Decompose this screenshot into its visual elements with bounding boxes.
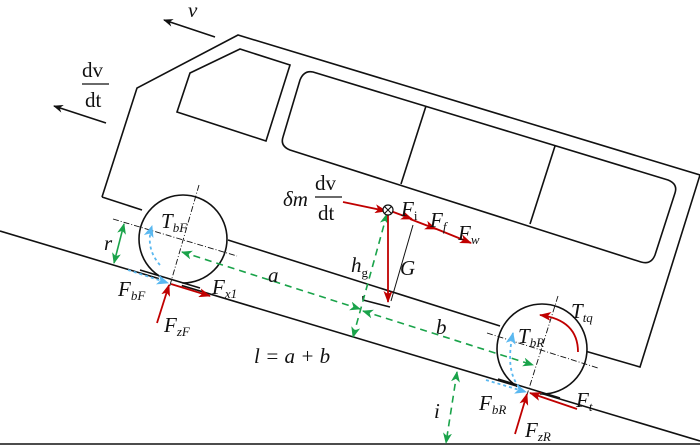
Ttq-arc (539, 311, 579, 353)
label-a: a (268, 263, 279, 287)
svg-text:dv: dv (82, 58, 104, 82)
front-axle-line (167, 184, 200, 293)
i-dimension (443, 371, 460, 444)
label-Fx1: Fx1 (211, 275, 237, 301)
label-Ft: Ft (575, 388, 593, 414)
Ff-arrow (433, 227, 472, 244)
b-dimension (362, 309, 534, 367)
front-window (175, 48, 292, 143)
Fx1-arrow (170, 283, 211, 298)
label-TbF: TbF (161, 209, 188, 235)
label-b: b (436, 315, 447, 339)
label-i: i (434, 399, 440, 423)
TbR-arc (505, 332, 520, 388)
rear-axle-line (525, 295, 559, 399)
side-windows (281, 70, 677, 264)
label-G: G (400, 256, 415, 280)
label-Ttq: Ttq (571, 299, 593, 325)
hg-dimension (351, 213, 389, 338)
Fi-arrow (409, 218, 437, 230)
slope-road-line (0, 230, 700, 442)
FzR-arrow (514, 393, 529, 435)
r-dimension (112, 223, 126, 264)
TbF-arc (143, 225, 161, 266)
label-TbR: TbR (518, 324, 544, 350)
inertia-force-arrow (342, 201, 387, 214)
label-hg: hg (351, 253, 369, 280)
label-inertia: δm dv dt (283, 171, 342, 225)
svg-text:δm: δm (283, 187, 308, 211)
FzF-arrow (156, 284, 170, 324)
G-leader (390, 224, 414, 302)
label-l: l = a + b (254, 344, 330, 368)
FbF-arrow (127, 269, 169, 285)
label-Ff: Ff (429, 208, 449, 234)
label-FzR: FzR (524, 418, 551, 444)
center-of-gravity-icon (382, 204, 394, 216)
label-dv-dt: dv dt (82, 58, 109, 112)
acceleration-arrow (53, 104, 107, 124)
label-FbF: FbF (117, 277, 146, 303)
label-Fw: Fw (457, 221, 480, 247)
FbR-arrow (485, 379, 527, 394)
Ft-arrow (529, 392, 578, 410)
svg-text:dv: dv (315, 171, 337, 195)
label-FbR: FbR (478, 391, 506, 417)
label-v: v (188, 0, 198, 22)
label-Fi: Fi (400, 197, 418, 223)
label-r: r (104, 231, 113, 255)
label-FzF: FzF (163, 313, 191, 339)
velocity-arrow (163, 19, 216, 38)
svg-text:dt: dt (318, 201, 335, 225)
svg-text:dt: dt (85, 88, 102, 112)
